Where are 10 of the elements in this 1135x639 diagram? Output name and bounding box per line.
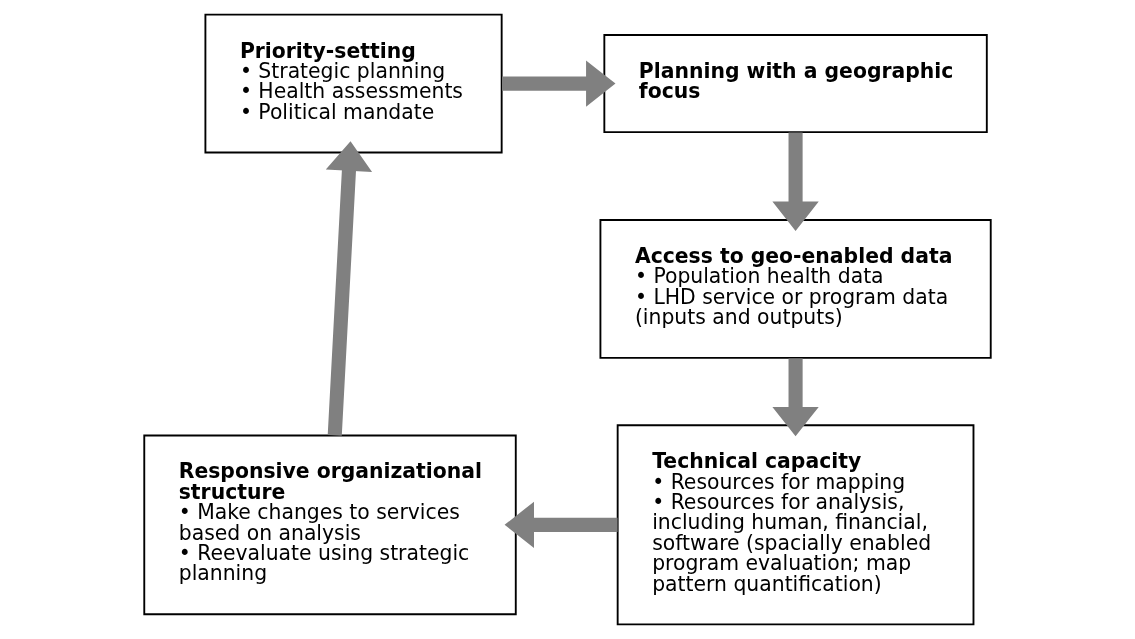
- node-box: Responsive organizational structure • Make changes to services based on analysis • Reevaluate using strategic planning: [143, 434, 517, 616]
- node-box: Planning with a geographic focus: [603, 34, 988, 134]
- arrow: [772, 358, 819, 437]
- arrow: [772, 132, 819, 231]
- arrow: [325, 141, 373, 436]
- node-box: Technical capacity • Resources for mapping • Resources for analysis, including human, financial, software (spacially enabled program evaluation; map pattern quantification): [616, 424, 975, 626]
- arrow: [504, 501, 618, 548]
- node-box: Access to geo-enabled data • Population health data • LHD service or program data (inputs and outputs): [599, 219, 992, 359]
- arrow: [502, 60, 616, 107]
- node-box: Priority-setting • Strategic planning • Health assessments • Political mandate: [204, 13, 503, 154]
